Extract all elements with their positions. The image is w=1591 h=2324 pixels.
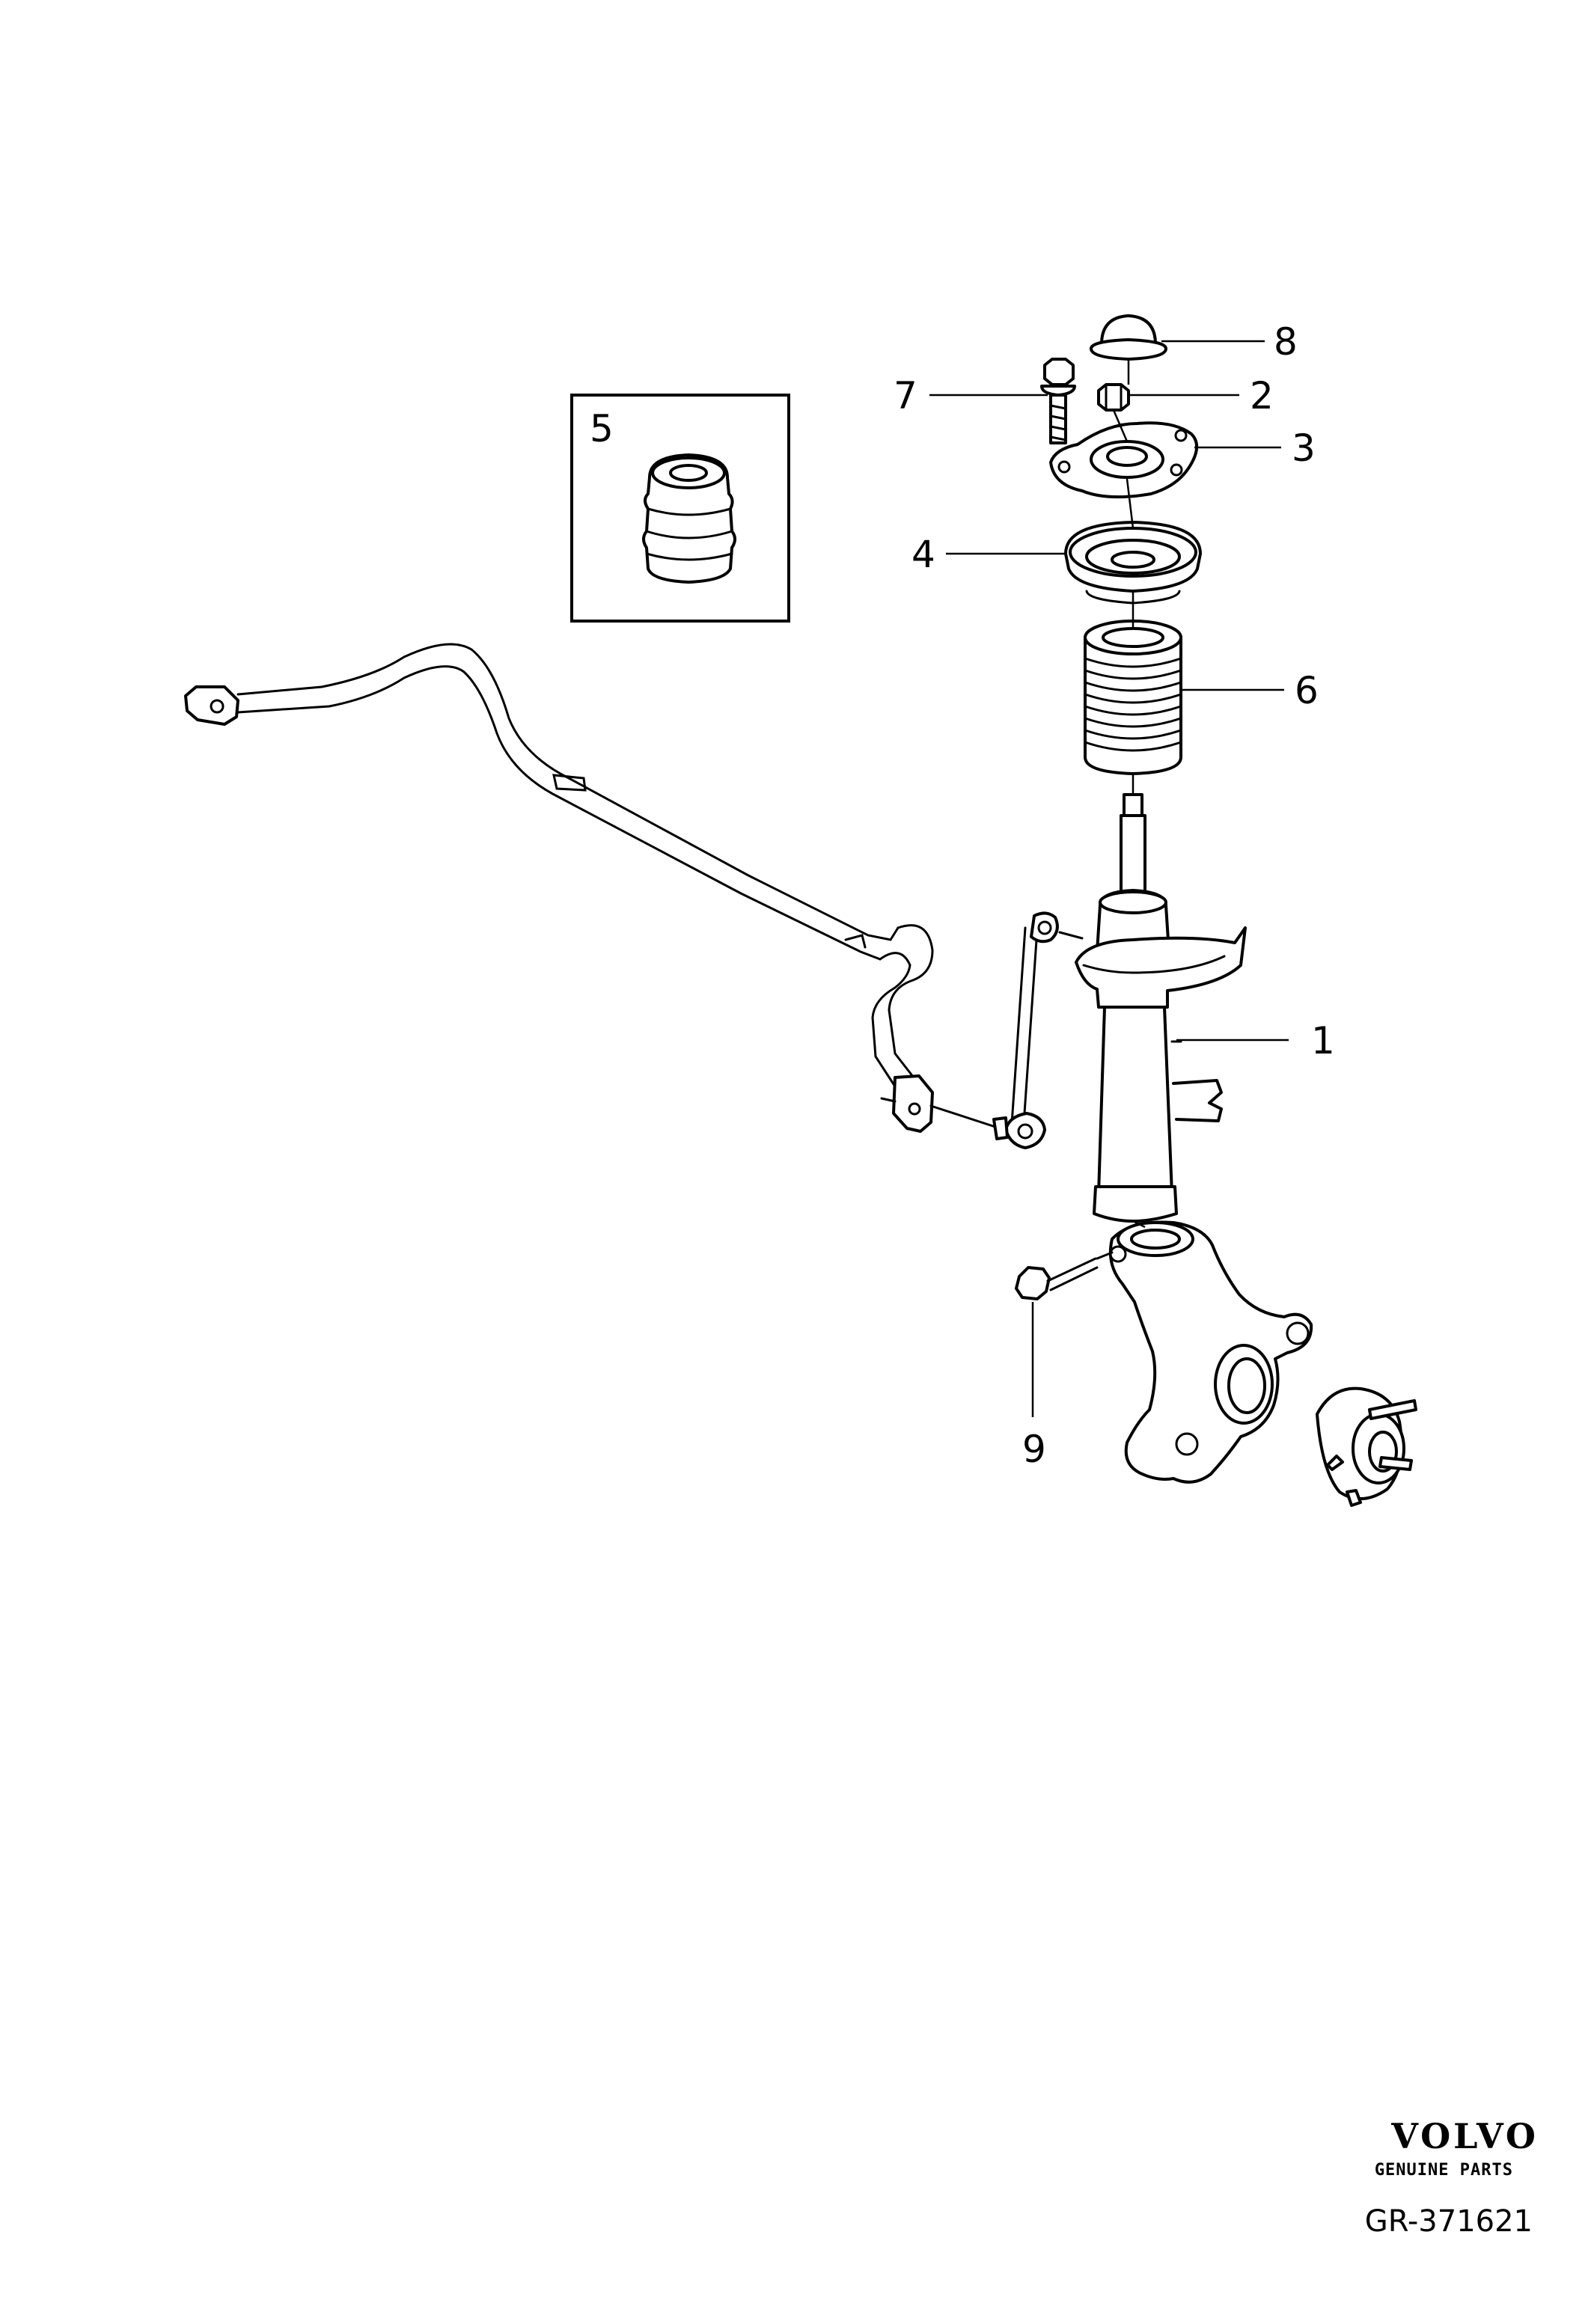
assembly-axis-lines	[1112, 359, 1146, 1229]
callout-2: 2	[1250, 374, 1274, 418]
callout-7: 7	[894, 374, 917, 418]
stabilizer-bar	[184, 643, 934, 1133]
callout-3: 3	[1292, 426, 1316, 470]
knuckle-bolt-part	[1015, 1251, 1114, 1300]
callout-labels: 1 2 3 4 5 6 7 8 9	[590, 320, 1335, 1471]
leader-lines	[929, 340, 1289, 1417]
volvo-wordmark-icon: VOLVO	[1391, 2116, 1539, 2156]
drawing-reference: GR-371621	[1364, 2204, 1533, 2239]
protection-bellows-part	[1084, 620, 1182, 775]
wheel-hub-part	[1316, 1386, 1417, 1507]
callout-8: 8	[1274, 320, 1298, 364]
brand-subtitle: GENUINE PARTS	[1374, 2161, 1513, 2180]
top-mount-plate-part	[1049, 421, 1198, 499]
stabilizer-link	[929, 911, 1084, 1149]
callout-6: 6	[1295, 669, 1319, 712]
callout-5: 5	[590, 407, 614, 450]
dust-cap-part	[1090, 314, 1167, 361]
shock-absorber-part	[1075, 793, 1247, 1223]
steering-knuckle-part	[1108, 1220, 1313, 1484]
top-mount-bolt-part	[1040, 358, 1076, 444]
strut-bearing-part	[1064, 521, 1202, 605]
callout-4: 4	[911, 533, 935, 576]
callout-1: 1	[1311, 1019, 1335, 1062]
inset-box-bump-stop	[570, 394, 790, 623]
callout-9: 9	[1022, 1428, 1046, 1471]
top-nut-part	[1097, 383, 1130, 412]
bump-stop-part	[642, 453, 736, 584]
